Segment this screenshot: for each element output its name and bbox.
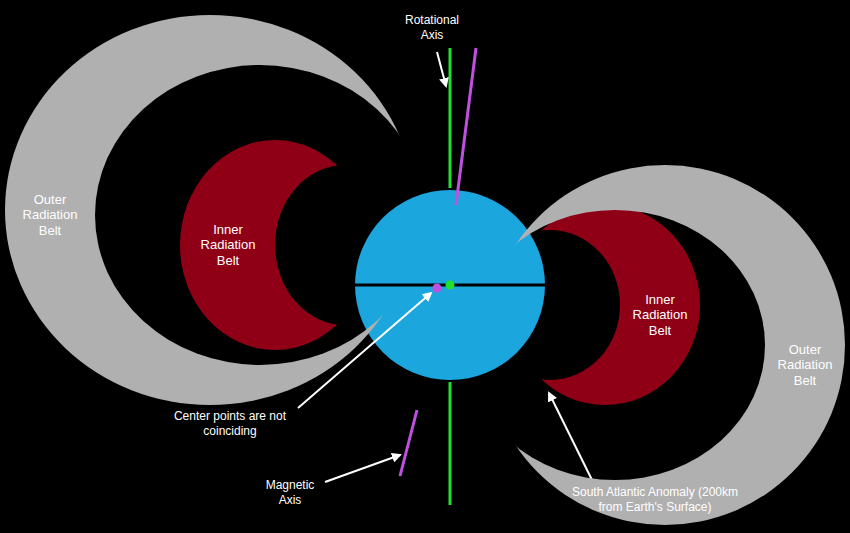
belt-label-box: Outer Radiation Belt	[17, 192, 83, 239]
radiation-belt: Inner Radiation Belt	[175, 135, 375, 355]
belt-crescent	[5, 15, 415, 405]
magnetic-center	[433, 284, 442, 293]
magnetic-axis	[400, 410, 417, 476]
callout-label: South Atlantic Anomaly (200km from Earth…	[567, 485, 743, 515]
magnetic-axis	[456, 48, 476, 205]
radiation-belt: Outer Radiation Belt	[460, 160, 850, 530]
rotational-center	[446, 281, 455, 290]
belt-label: Inner Radiation Belt	[195, 222, 261, 269]
rotational-axis	[449, 48, 452, 188]
belt-label-box: Inner Radiation Belt	[195, 222, 261, 269]
leader-arrow	[325, 455, 400, 482]
belt-crescent	[180, 140, 370, 350]
belt-crescent	[485, 165, 845, 525]
callout-label: Rotational Axis	[399, 13, 465, 43]
belt-label: Outer Radiation Belt	[17, 192, 83, 239]
rotational-axis	[449, 382, 452, 505]
callout-label: Center points are not coinciding	[171, 409, 289, 439]
belt-label: Outer Radiation Belt	[772, 342, 838, 389]
belt-label-box: Outer Radiation Belt	[772, 342, 838, 389]
leader-arrow	[437, 52, 446, 86]
callout-label: Magnetic Axis	[257, 478, 323, 508]
